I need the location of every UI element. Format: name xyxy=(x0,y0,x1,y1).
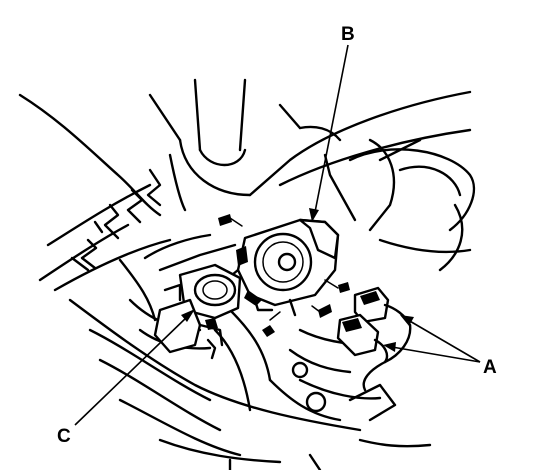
ignition-switch-assembly xyxy=(230,218,340,317)
leader-lines xyxy=(74,44,481,426)
callout-label-b: B xyxy=(341,24,355,45)
callout-label-c: C xyxy=(57,426,71,447)
callout-label-a: A xyxy=(483,357,497,378)
key-cylinder xyxy=(153,263,242,360)
mounting-bolt xyxy=(218,214,350,337)
connector-a-2 xyxy=(336,313,412,392)
connector-a-1 xyxy=(353,286,412,327)
column-housing-outline xyxy=(18,78,476,292)
